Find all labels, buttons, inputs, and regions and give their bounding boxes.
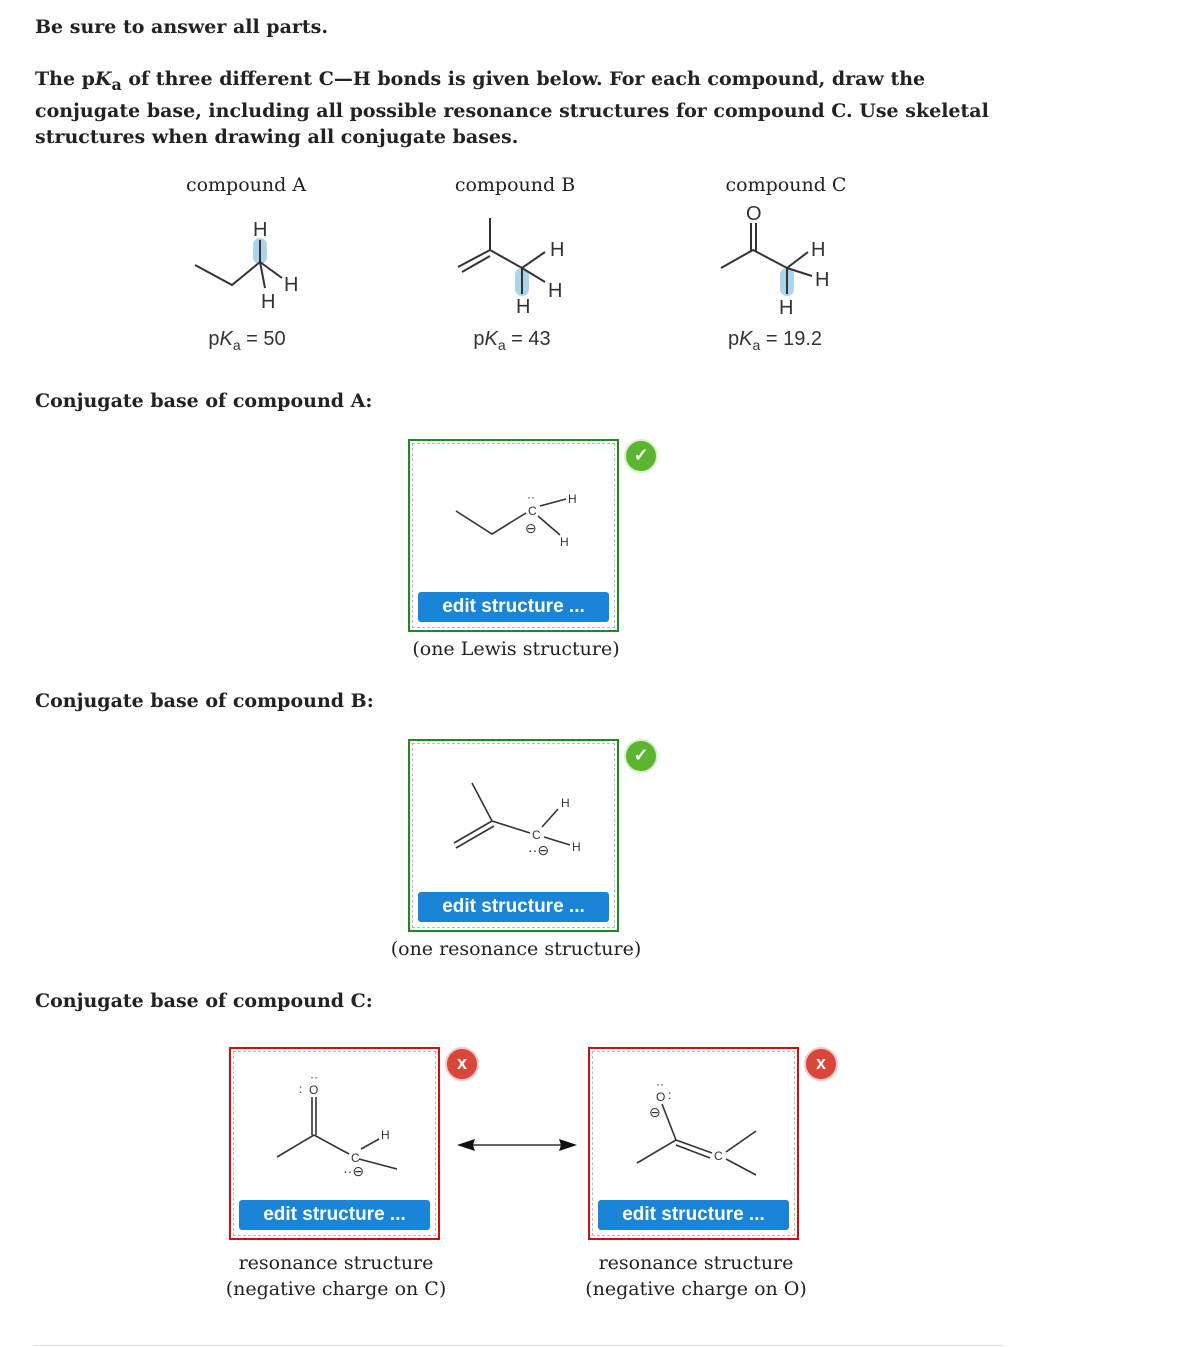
edit-structure-button[interactable]: edit structure ... — [598, 1200, 789, 1230]
edit-structure-button[interactable]: edit structure ... — [239, 1200, 430, 1230]
atom: H — [253, 219, 267, 241]
atom: H — [550, 239, 564, 261]
atom: O — [656, 1090, 665, 1104]
edit-structure-button[interactable]: edit structure ... — [418, 592, 609, 622]
svg-text:⊖: ⊖ — [649, 1104, 661, 1120]
atom: H — [811, 239, 825, 261]
heading-conjugate-a: Conjugate base of compound A: — [35, 390, 373, 412]
answer-box-c-right[interactable]: O C ··: ⊖ edit structure ... — [588, 1047, 799, 1240]
text: a — [497, 337, 506, 353]
atom: H — [381, 1128, 390, 1142]
incorrect-x-icon: x — [445, 1047, 479, 1081]
atom: H — [779, 297, 793, 319]
text: (negative charge on C) — [225, 1278, 447, 1300]
instructions: Be sure to answer all parts. — [35, 16, 328, 38]
question-text: The pKa of three different C—H bonds is … — [35, 66, 995, 150]
text: K — [739, 328, 753, 350]
compound-a-label: compound A — [185, 174, 307, 196]
text: p — [208, 328, 220, 350]
structure-drawing: O C ··: ⊖ — [636, 1077, 757, 1176]
svg-text:··⊖: ··⊖ — [528, 842, 549, 858]
edit-structure-button[interactable]: edit structure ... — [418, 892, 609, 922]
text: a — [752, 337, 761, 353]
structure-drawing: O C H: ·· ··⊖ — [276, 1070, 398, 1179]
atom: C — [714, 1149, 723, 1163]
svg-text:⊖: ⊖ — [525, 520, 537, 536]
drawing-area — [412, 743, 615, 928]
text: resonance structure — [238, 1252, 434, 1274]
atom: H — [815, 269, 829, 291]
drawing-area — [412, 443, 615, 628]
resonance-arrow-icon — [457, 1139, 577, 1151]
compound-c-label: compound C — [725, 174, 847, 196]
pka-a: pKa = 50 — [208, 328, 285, 353]
atom: O — [309, 1083, 318, 1097]
heading-conjugate-c: Conjugate base of compound C: — [35, 990, 373, 1012]
atom: H — [516, 296, 530, 318]
text: K — [484, 328, 498, 350]
atom: C — [351, 1151, 360, 1165]
text: a — [111, 74, 122, 94]
atom: H — [284, 274, 298, 296]
compound-b-label: compound B — [454, 174, 576, 196]
structure-drawing: C H H ··⊖ — [453, 782, 581, 858]
caption-c-left: resonance structure (negative charge on C… — [226, 1250, 447, 1302]
answer-box-a[interactable]: C H H ·· ⊖ edit structure ... — [408, 439, 619, 632]
compound-structures: H H H H H H O H H H — [194, 203, 829, 319]
pka-c: pKa = 19.2 — [728, 328, 822, 353]
svg-text:··: ·· — [656, 1077, 664, 1091]
svg-text::: : — [668, 1088, 671, 1102]
drawing-area — [592, 1051, 795, 1236]
atom: H — [568, 492, 577, 506]
text: of three different C—H bonds is given be… — [35, 68, 989, 148]
text: resonance structure — [598, 1252, 794, 1274]
answer-box-c-left[interactable]: O C H: ·· ··⊖ edit structure ... — [229, 1047, 440, 1240]
atom: H — [572, 840, 581, 854]
correct-check-icon: ✓ — [624, 739, 658, 773]
text: K — [219, 328, 233, 350]
text: = 19.2 — [760, 328, 822, 350]
text: = 50 — [240, 328, 286, 350]
drawing-area — [233, 1051, 436, 1236]
atom: C — [528, 504, 537, 518]
svg-text:··: ·· — [527, 490, 535, 504]
text: p — [473, 328, 485, 350]
atom: H — [261, 291, 275, 313]
caption-b: (one resonance structure) — [390, 938, 642, 960]
atom: H — [561, 796, 570, 810]
atom: H — [548, 280, 562, 302]
text: p — [728, 328, 740, 350]
text: = 43 — [505, 328, 551, 350]
text: The p — [35, 68, 95, 90]
svg-text::: : — [299, 1082, 302, 1096]
atom: O — [746, 203, 762, 225]
text: K — [94, 68, 112, 90]
caption-a: (one Lewis structure) — [412, 638, 620, 660]
svg-text:··: ·· — [310, 1070, 318, 1084]
text: a — [232, 337, 241, 353]
svg-text:··⊖: ··⊖ — [343, 1163, 364, 1179]
pka-b: pKa = 43 — [473, 328, 550, 353]
divider — [33, 1345, 1003, 1346]
atom: H — [560, 535, 569, 549]
structure-drawing: C H H ·· ⊖ — [455, 490, 577, 549]
heading-conjugate-b: Conjugate base of compound B: — [35, 690, 374, 712]
text: (negative charge on O) — [585, 1278, 807, 1300]
incorrect-x-icon: x — [804, 1047, 838, 1081]
correct-check-icon: ✓ — [624, 439, 658, 473]
answer-box-b[interactable]: C H H ··⊖ edit structure ... — [408, 739, 619, 932]
caption-c-right: resonance structure (negative charge on O… — [585, 1250, 807, 1302]
atom: C — [532, 828, 541, 842]
